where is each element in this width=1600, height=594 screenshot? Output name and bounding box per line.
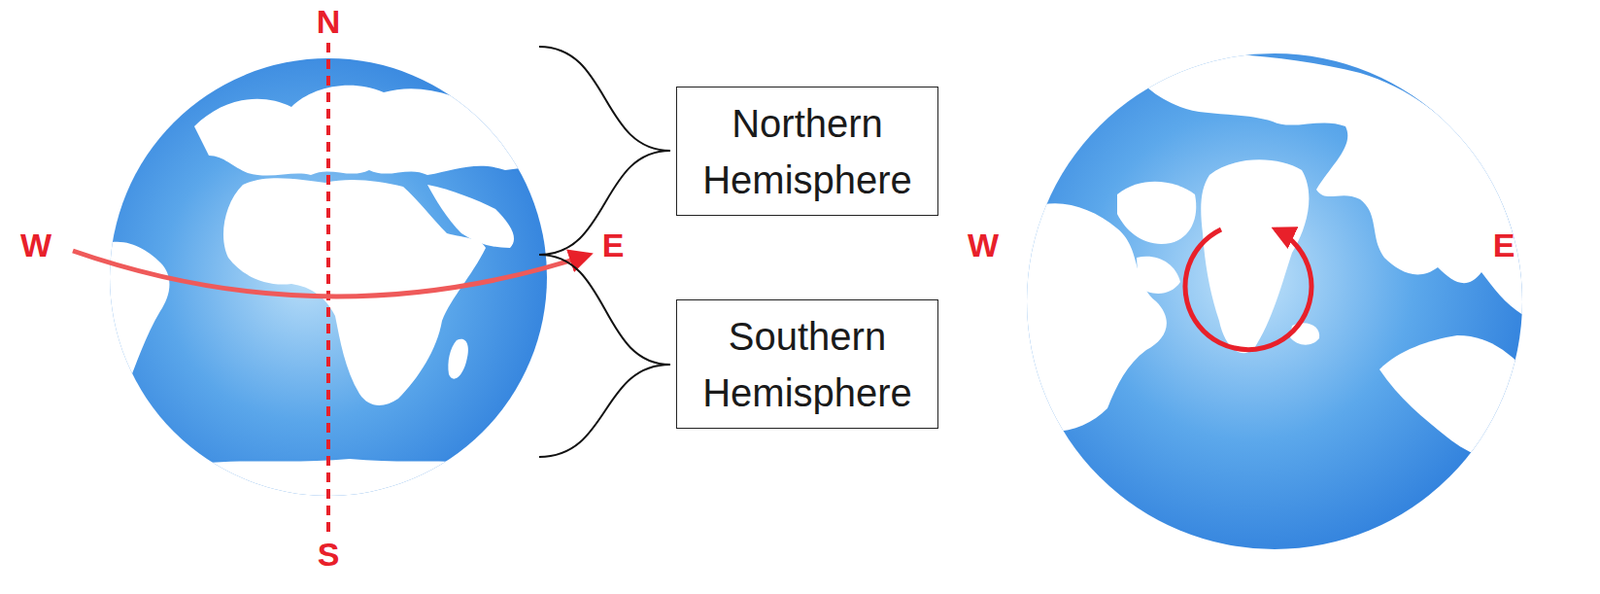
- box-label: Southern Hemisphere: [692, 307, 922, 421]
- direction-letter: N: [316, 4, 341, 38]
- bracket: [539, 46, 671, 255]
- direction-letter: S: [317, 537, 341, 571]
- direction-letter: W: [967, 228, 999, 262]
- bracket: [539, 254, 671, 457]
- axis-line: [326, 42, 331, 533]
- right-globe: [1010, 53, 1535, 549]
- rotation-arrow: [72, 250, 589, 297]
- direction-letter: E: [1493, 228, 1516, 262]
- direction-letter: W: [20, 228, 52, 262]
- hemisphere-box: Southern Hemisphere: [676, 299, 939, 429]
- hemisphere-box: Northern Hemisphere: [676, 86, 939, 216]
- box-label: Northern Hemisphere: [692, 95, 922, 208]
- direction-letter: E: [602, 228, 625, 262]
